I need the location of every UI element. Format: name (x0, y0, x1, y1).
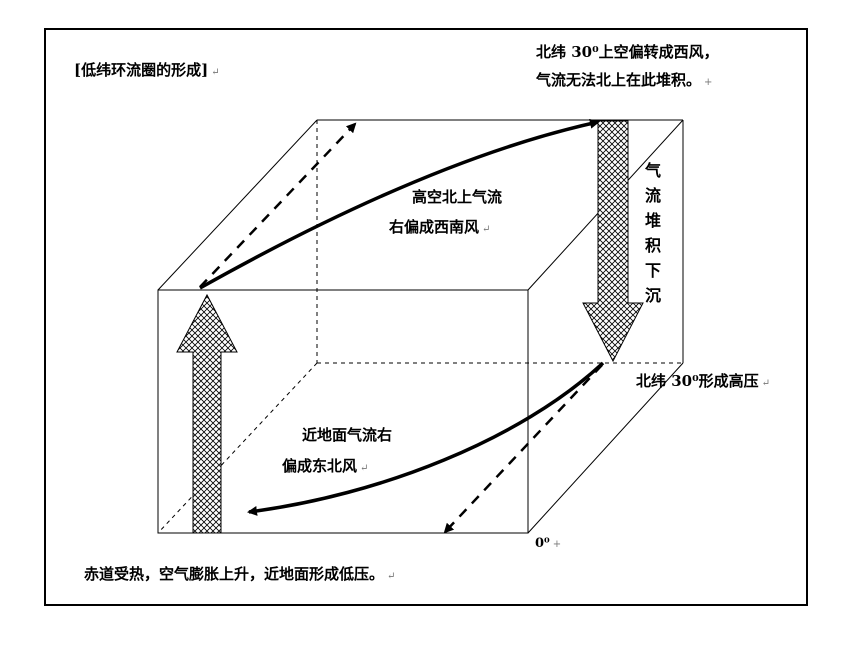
diagram-frame (44, 28, 808, 606)
bottom-left-depth-edge (157, 362, 318, 534)
high-pressure-label: 北纬 30⁰形成高压↵ (636, 372, 771, 390)
upper-dashed-arrow (199, 122, 357, 288)
lower-dashed-arrow (443, 364, 603, 534)
visible-box-edges (157, 119, 684, 534)
upper-southwest-wind-arrow (199, 118, 600, 290)
upper-flow-label-line2: 右偏成西南风↵ (389, 218, 491, 236)
front-face (157, 289, 529, 534)
top-right-note-line1: 北纬 30⁰上空偏转成西风， (536, 43, 719, 61)
sinking-air-label: 气 流 堆 积 下 沉 (643, 158, 663, 308)
sinking-air-arrow (582, 120, 644, 363)
top-left-depth-edge (157, 119, 318, 291)
sinking-char: 积 (644, 236, 661, 255)
lower-northeast-wind-arrow (247, 361, 605, 516)
sinking-char: 下 (644, 261, 661, 280)
bottom-caption: 赤道受热，空气膨胀上升，近地面形成低压。↵ (84, 565, 396, 583)
sinking-char: 沉 (644, 286, 661, 305)
sinking-char: 流 (644, 186, 661, 205)
diagram-title: [低纬环流圈的形成]↵ (74, 61, 220, 79)
lower-flow-label-line2: 偏成东北风↵ (282, 457, 369, 475)
sinking-char: 气 (644, 161, 661, 180)
upper-flow-label-line1: 高空北上气流 (412, 188, 503, 206)
rising-air-arrow (176, 293, 238, 534)
hidden-box-edges (157, 120, 683, 534)
sinking-char: 堆 (644, 211, 661, 230)
equator-label: 0⁰+ (535, 536, 562, 551)
lower-flow-label-line1: 近地面气流右 (302, 426, 393, 444)
top-right-note-line2: 气流无法北上在此堆积。+ (536, 71, 713, 89)
bottom-right-depth-edge (527, 362, 684, 534)
